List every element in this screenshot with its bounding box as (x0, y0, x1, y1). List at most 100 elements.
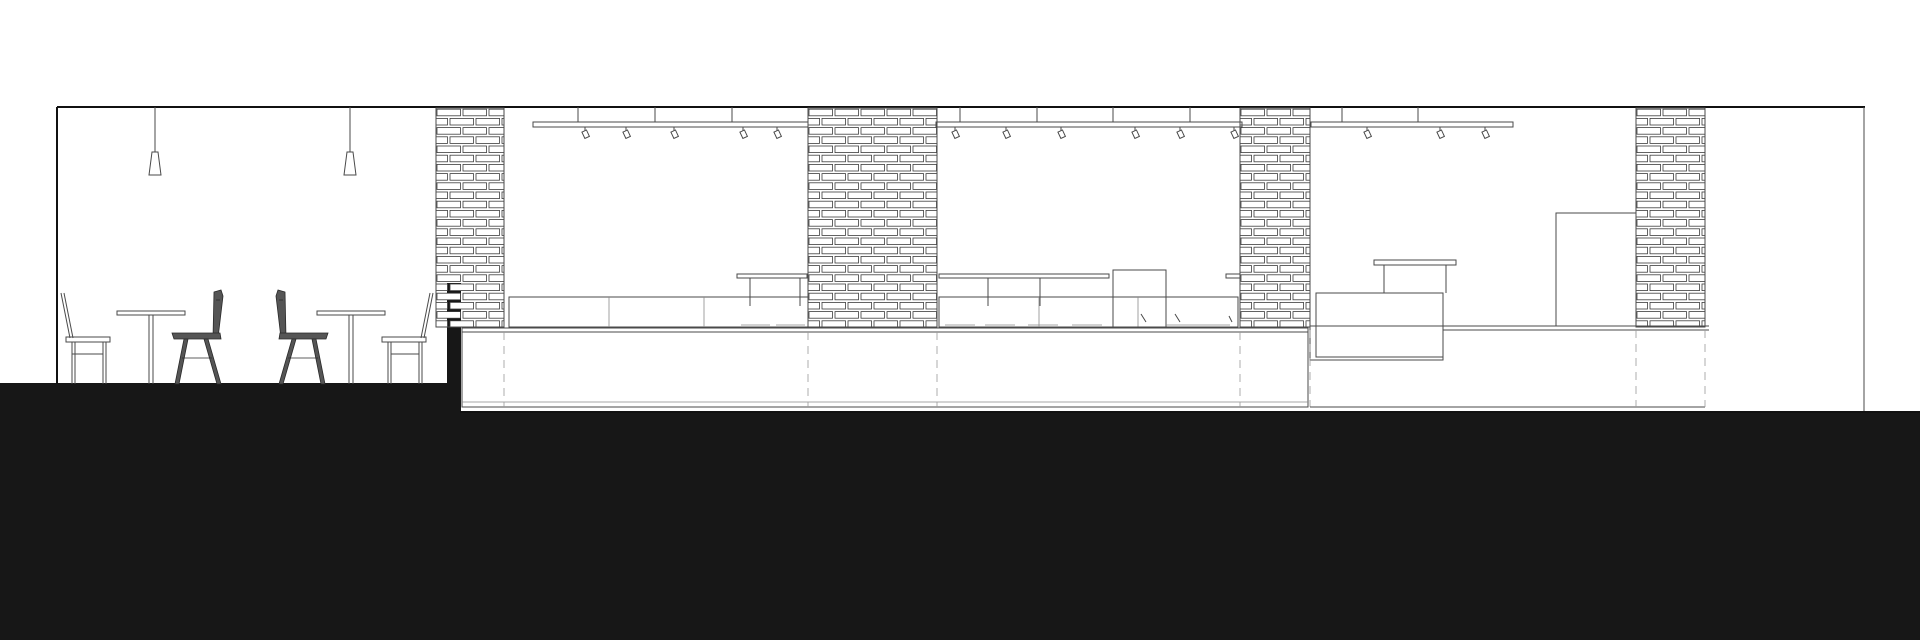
brick (1649, 173, 1674, 181)
brick (847, 154, 872, 163)
brick (1279, 301, 1304, 310)
brick (1649, 320, 1674, 327)
brick (1636, 292, 1661, 301)
brick (808, 191, 820, 199)
brick-pier-4 (1635, 107, 1706, 328)
brick (1240, 246, 1252, 255)
brick (847, 301, 872, 310)
brick (912, 219, 937, 227)
brick (808, 292, 833, 301)
brick (808, 136, 820, 144)
brick (1253, 191, 1278, 199)
brick (834, 311, 859, 319)
brick (1701, 136, 1705, 144)
brick (449, 283, 474, 291)
brick (475, 118, 500, 126)
spotlight-9 (1131, 127, 1141, 140)
brick (1240, 209, 1252, 218)
pendant-lights (148, 107, 357, 176)
brick (1240, 265, 1252, 273)
brick (501, 136, 504, 144)
brick (1636, 118, 1648, 126)
brick (1279, 265, 1304, 273)
spotlight-5 (773, 127, 783, 140)
brick (488, 127, 504, 135)
brick (808, 182, 833, 190)
brick (886, 255, 911, 264)
brick (1636, 209, 1648, 218)
brick (449, 301, 474, 310)
brick (449, 118, 474, 126)
brick (436, 274, 461, 282)
spotlight-6 (951, 127, 961, 140)
brick (1292, 255, 1310, 264)
brick (1636, 311, 1661, 319)
brick (1636, 191, 1648, 199)
brick (501, 301, 504, 310)
spotlight-2 (622, 127, 632, 140)
brick (925, 209, 937, 218)
brick (1688, 219, 1705, 227)
brick (475, 283, 500, 291)
brick (1240, 228, 1252, 236)
brick (1279, 173, 1304, 181)
brick-pier-2 (807, 107, 938, 328)
brick (847, 136, 872, 144)
brick (834, 163, 859, 172)
brick (462, 255, 487, 264)
brick (912, 274, 937, 282)
brick (1662, 163, 1687, 172)
brick (912, 108, 937, 117)
brick (925, 265, 937, 273)
display-case-1 (508, 273, 809, 328)
brick (1649, 154, 1674, 163)
dining-table-2 (316, 310, 386, 384)
brick (1636, 219, 1661, 227)
brick (925, 191, 937, 199)
brick (886, 108, 911, 117)
brick (886, 182, 911, 190)
chair-dark-1 (171, 289, 224, 385)
brick (886, 200, 911, 209)
brick (847, 320, 872, 327)
brick (1688, 237, 1705, 245)
dining-table-1 (116, 310, 186, 384)
brick (1688, 274, 1705, 282)
brick (834, 237, 859, 245)
brick (488, 145, 504, 153)
brick (912, 182, 937, 190)
brick (860, 145, 885, 153)
brick (1266, 237, 1291, 245)
brick (834, 127, 859, 135)
brick (1662, 145, 1687, 153)
brick (501, 265, 504, 273)
brick (821, 283, 846, 291)
brick (488, 292, 504, 301)
brick (436, 200, 461, 209)
brick (873, 209, 898, 218)
brick (1305, 265, 1310, 273)
brick (860, 108, 885, 117)
brick (847, 209, 872, 218)
brick (436, 311, 461, 319)
brick (1675, 209, 1700, 218)
brick (462, 127, 487, 135)
brick (462, 292, 487, 301)
brick (925, 154, 937, 163)
brick (501, 246, 504, 255)
brick (1292, 274, 1310, 282)
brick (1279, 228, 1304, 236)
brick (501, 228, 504, 236)
brick (1636, 182, 1661, 190)
brick (1636, 173, 1648, 181)
brick (821, 118, 846, 126)
brick (1675, 246, 1700, 255)
brick (912, 127, 937, 135)
brick (462, 311, 487, 319)
brick (488, 219, 504, 227)
brick (808, 154, 820, 163)
brick (847, 246, 872, 255)
brick (1240, 320, 1252, 327)
brick (899, 228, 924, 236)
